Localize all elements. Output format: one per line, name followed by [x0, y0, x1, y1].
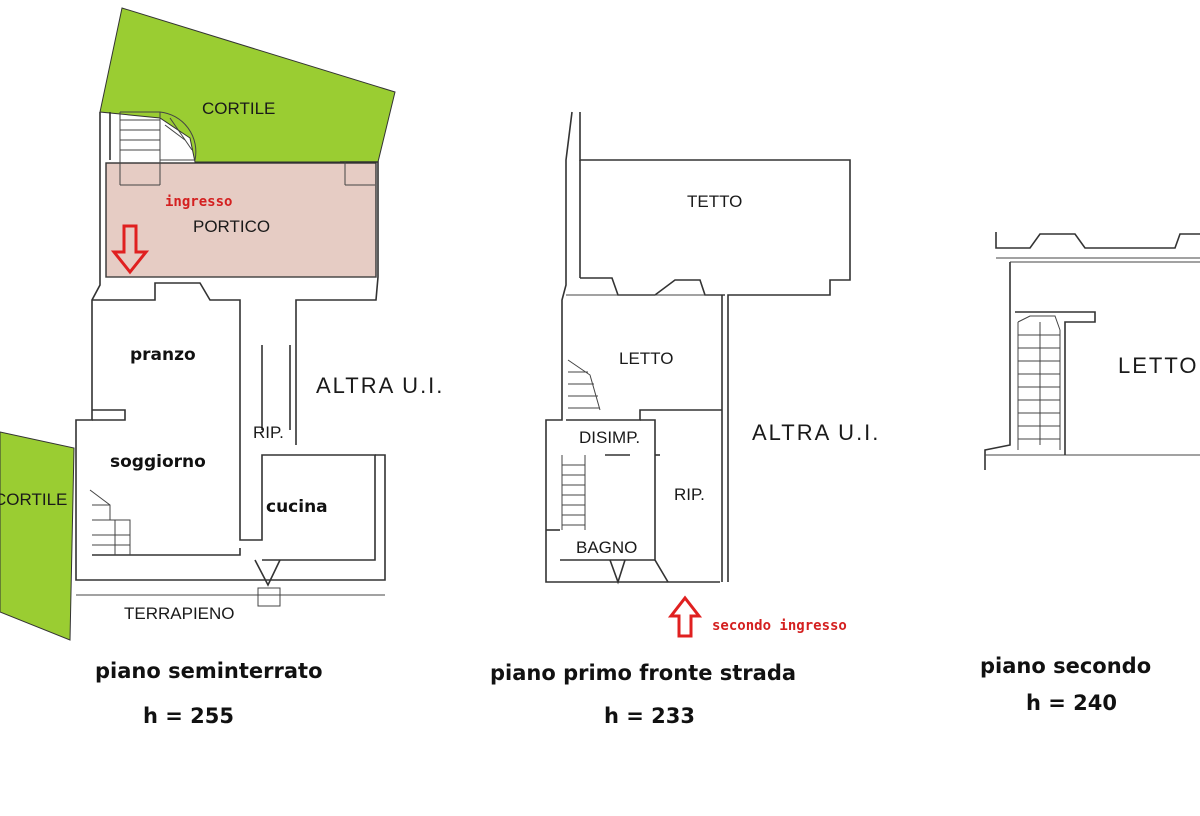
- cortile-left-area: [0, 431, 75, 641]
- label-bagno: BAGNO: [576, 538, 637, 557]
- caption-second: piano secondo: [980, 654, 1151, 678]
- label-rip-first: RIP.: [674, 485, 705, 504]
- label-cortile-top: CORTILE: [202, 99, 275, 118]
- label-altra-ui-basement: ALTRA U.I.: [316, 373, 444, 398]
- label-tetto: TETTO: [687, 192, 742, 211]
- label-cucina: cucina: [266, 497, 328, 517]
- plan-first: TETTO LETTO DISIMP. RIP. BAGNO ALTRA U.I…: [490, 111, 880, 728]
- label-portico: PORTICO: [193, 217, 270, 236]
- label-cortile-left: CORTILE: [0, 490, 67, 509]
- caption-first: piano primo fronte strada: [490, 661, 796, 685]
- label-rip-basement: RIP.: [253, 423, 284, 442]
- label-soggiorno: soggiorno: [110, 452, 206, 472]
- label-pranzo: pranzo: [130, 345, 196, 365]
- label-letto-second: LETTO: [1118, 353, 1199, 378]
- label-altra-ui-first: ALTRA U.I.: [752, 420, 880, 445]
- staircase-basement-bottom: [89, 489, 131, 555]
- height-first: h = 233: [604, 704, 695, 728]
- cortile-top-area: [99, 7, 396, 163]
- ingresso-arrow-icon: [110, 224, 150, 275]
- label-terrapieno: TERRAPIENO: [124, 604, 235, 623]
- staircase-second: [1017, 315, 1061, 450]
- label-ingresso: ingresso: [165, 194, 232, 210]
- caption-basement: piano seminterrato: [95, 659, 323, 683]
- label-letto-first: LETTO: [619, 349, 673, 368]
- label-secondo-ingresso: secondo ingresso: [712, 618, 847, 634]
- label-disimp: DISIMP.: [579, 428, 640, 447]
- portico-area: [105, 162, 377, 278]
- staircase-basement-top: [119, 111, 197, 186]
- height-second: h = 240: [1026, 691, 1117, 715]
- plan-basement: CORTILE CORTILE ingresso PORTICO pranzo …: [0, 7, 444, 728]
- secondo-ingresso-arrow-icon: [667, 595, 703, 638]
- staircase-first: [561, 359, 601, 530]
- plan-second: LETTO piano secondo h = 240: [980, 232, 1200, 715]
- height-basement: h = 255: [143, 704, 234, 728]
